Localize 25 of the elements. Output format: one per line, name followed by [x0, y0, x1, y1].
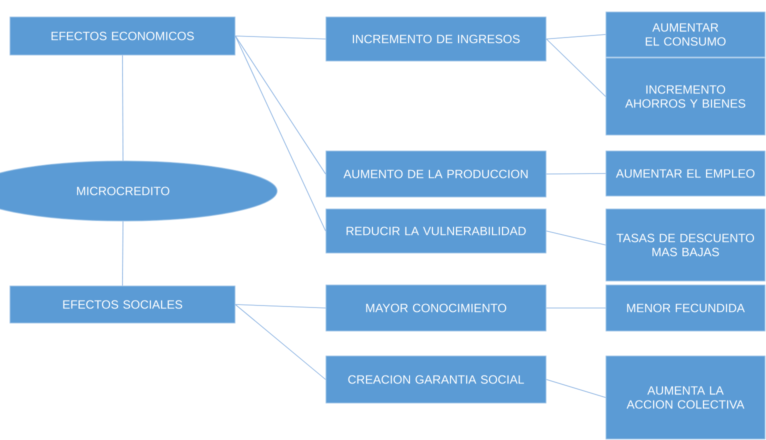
connector-line	[235, 36, 326, 232]
text-box: TASAS DE DESCUENTO MAS BAJAS	[606, 208, 766, 282]
text-box: INCREMENTO AHORROS Y BIENES	[606, 58, 766, 136]
text-box: CREACION GARANTIA SOCIAL	[326, 356, 546, 404]
text-box: MAYOR CONOCIMIENTO	[326, 284, 546, 332]
text-box: AUMENTAR EL EMPLEO	[606, 150, 766, 196]
text-box: REDUCIR LA VULNERABILIDAD	[326, 208, 546, 254]
text-box: AUMENTAR EL CONSUMO	[606, 12, 766, 58]
text-box: AUMENTO DE LA PRODUCCION	[326, 150, 546, 198]
text-box: INCREMENTO DE INGRESOS	[326, 16, 546, 62]
connector-line	[122, 55, 124, 161]
connector-line	[235, 36, 326, 174]
connector-line	[122, 221, 124, 286]
connector-line	[235, 36, 326, 40]
connector-line	[546, 230, 606, 246]
connector-line	[235, 304, 326, 308]
text-box: AUMENTA LA ACCION COLECTIVA	[606, 356, 766, 440]
connector-line	[546, 38, 606, 97]
text-box: MENOR FECUNDIDA	[606, 284, 766, 332]
text-box: EFECTOS ECONOMICOS	[10, 16, 236, 56]
text-box: EFECTOS SOCIALES	[10, 286, 236, 324]
connector-line	[546, 173, 606, 174]
connector-line	[546, 379, 606, 398]
connector-line	[235, 304, 326, 380]
connector-line	[546, 34, 606, 40]
